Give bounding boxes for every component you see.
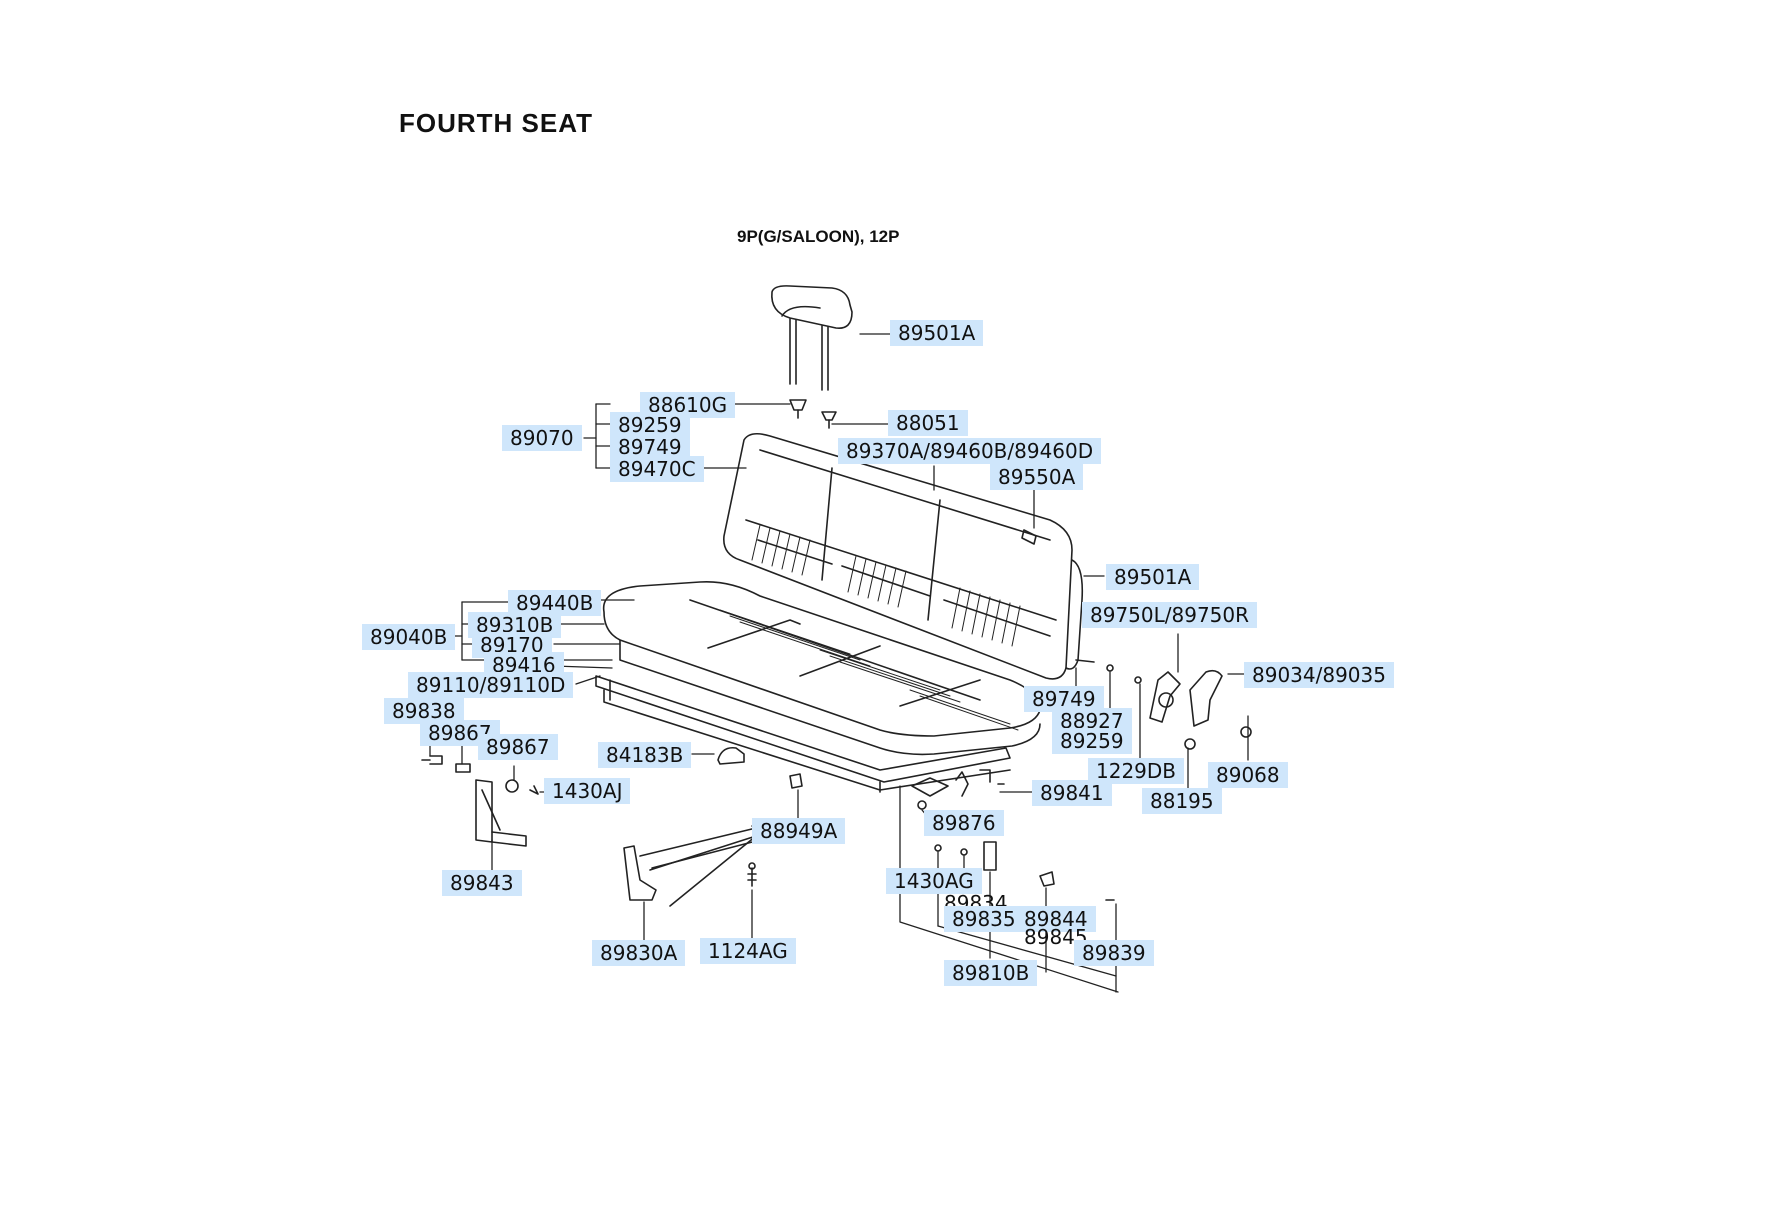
middle-leg-drawing: [623, 825, 761, 907]
hinge-hardware-drawing: [1075, 659, 1252, 750]
part-callout-89838[interactable]: 89838: [384, 698, 464, 724]
left-leg-drawing: [421, 755, 539, 847]
part-callout-89068[interactable]: 89068: [1208, 762, 1288, 788]
right-leg-drawing: [911, 769, 1115, 901]
small-parts: [717, 746, 803, 789]
headrest-drawing: [771, 285, 853, 391]
part-callout-88195[interactable]: 88195: [1142, 788, 1222, 814]
part-callout-89501a-headrest[interactable]: 89501A: [890, 320, 984, 346]
part-callout-84183b[interactable]: 84183B: [598, 742, 692, 768]
part-callout-89501a-side[interactable]: 89501A: [1106, 564, 1200, 590]
part-callout-89835[interactable]: 89835: [944, 906, 1024, 932]
headrest-guides: [789, 399, 837, 429]
part-callout-89370a-group[interactable]: 89370A/89460B/89460D: [838, 438, 1102, 464]
part-callout-89440b[interactable]: 89440B: [508, 590, 602, 616]
part-callout-89259-hinge[interactable]: 89259: [1052, 728, 1132, 754]
part-callout-89259-back[interactable]: 89259: [610, 412, 690, 438]
part-callout-89070[interactable]: 89070: [502, 425, 582, 451]
part-callout-89749-hinge[interactable]: 89749: [1024, 686, 1104, 712]
part-callout-89867-right[interactable]: 89867: [478, 734, 558, 760]
variant-subtitle: 9P(G/SALOON), 12P: [737, 227, 900, 246]
part-callout-89876[interactable]: 89876: [924, 810, 1004, 836]
leader-lines: [429, 333, 1249, 993]
part-callout-89110-89110d[interactable]: 89110/89110D: [408, 672, 574, 698]
part-callout-1430aj[interactable]: 1430AJ: [544, 778, 631, 804]
part-callout-88051[interactable]: 88051: [888, 410, 968, 436]
part-callout-1229db[interactable]: 1229DB: [1088, 758, 1185, 784]
part-callout-89810b[interactable]: 89810B: [944, 960, 1038, 986]
part-callout-89839[interactable]: 89839: [1074, 940, 1154, 966]
page-title: FOURTH SEAT: [399, 108, 593, 138]
seat-back-drawing: [723, 432, 1084, 680]
part-callout-89830a[interactable]: 89830A: [592, 940, 686, 966]
part-callout-1430ag[interactable]: 1430AG: [886, 868, 982, 894]
part-callout-89470c[interactable]: 89470C: [610, 456, 704, 482]
part-callout-89550a[interactable]: 89550A: [990, 464, 1084, 490]
part-callout-89843[interactable]: 89843: [442, 870, 522, 896]
part-callout-89841[interactable]: 89841: [1032, 780, 1112, 806]
part-callout-1124ag[interactable]: 1124AG: [700, 938, 796, 964]
part-callout-89749-back[interactable]: 89749: [610, 434, 690, 460]
part-callout-89034-89035[interactable]: 89034/89035: [1244, 662, 1394, 688]
part-callout-89040b[interactable]: 89040B: [362, 624, 456, 650]
part-callout-89750l-89750r[interactable]: 89750L/89750R: [1082, 602, 1258, 628]
part-callout-89844[interactable]: 89844: [1016, 906, 1096, 932]
part-callout-88949a[interactable]: 88949A: [752, 818, 846, 844]
